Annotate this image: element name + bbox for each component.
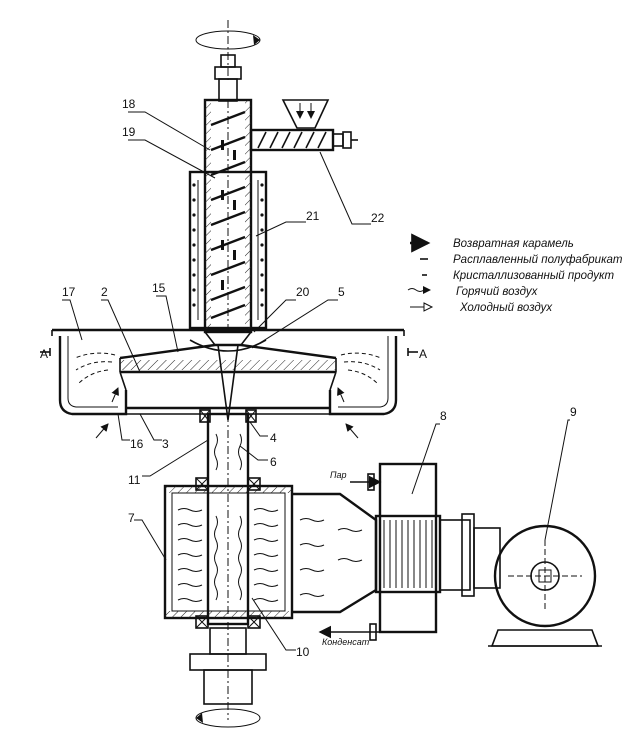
legend-text: Расплавленный полуфабрикат [453,254,623,266]
callout-10: 10 [296,645,310,659]
callout-3: 3 [162,437,169,451]
rotor-disk [119,331,337,421]
callout-5: 5 [338,285,345,299]
fan-motor [473,524,602,647]
condensate-label: Конденсат [322,637,370,647]
callout-16: 16 [130,437,144,451]
callout-6: 6 [270,455,277,469]
callout-21: 21 [306,209,320,223]
heat-exchanger [318,462,475,641]
callout-19: 19 [122,125,136,139]
callout-18: 18 [122,97,136,111]
callout-11: 11 [128,473,141,487]
callout-20: 20 [296,285,310,299]
legend-text: Горячий воздух [456,286,539,298]
legend-item-crystallized: Кристаллизованный продукт [422,270,615,282]
legend-item-hot-air: Горячий воздух [407,286,539,298]
callout-labels: 18 19 21 22 17 2 15 20 5 16 3 4 6 11 7 8… [62,97,577,659]
section-mark-left: A [40,347,48,361]
steam-label: Пар [330,470,347,480]
feed-hopper [249,99,358,152]
legend-item-cold-air: Холодный воздух [410,302,553,314]
callout-9: 9 [570,405,577,419]
outer-bowl [51,328,405,439]
callout-17: 17 [62,285,76,299]
legend-text: Холодный воздух [459,302,553,314]
callout-7: 7 [128,511,135,525]
callout-4: 4 [270,431,277,445]
callout-15: 15 [152,281,166,295]
callout-8: 8 [440,409,447,423]
legend-item-molten: Расплавленный полуфабрикат [420,254,623,266]
leader-lines [62,111,570,651]
section-mark-right: A [419,347,427,361]
legend-text: Возвратная карамель [453,238,574,250]
callout-22: 22 [371,211,385,225]
bottom-shaft [189,627,267,728]
section-marks: A A [40,347,427,361]
top-shaft [214,20,242,102]
callout-2: 2 [101,285,108,299]
air-heater-housing [163,477,378,629]
screw-flights [210,100,246,335]
legend: Возвратная карамель Расплавленный полуфа… [407,233,623,314]
legend-text: Кристаллизованный продукт [453,270,615,282]
central-duct [199,409,257,720]
legend-item-returned-caramel: Возвратная карамель [410,233,574,253]
wavy-arrow-icon [407,286,431,294]
